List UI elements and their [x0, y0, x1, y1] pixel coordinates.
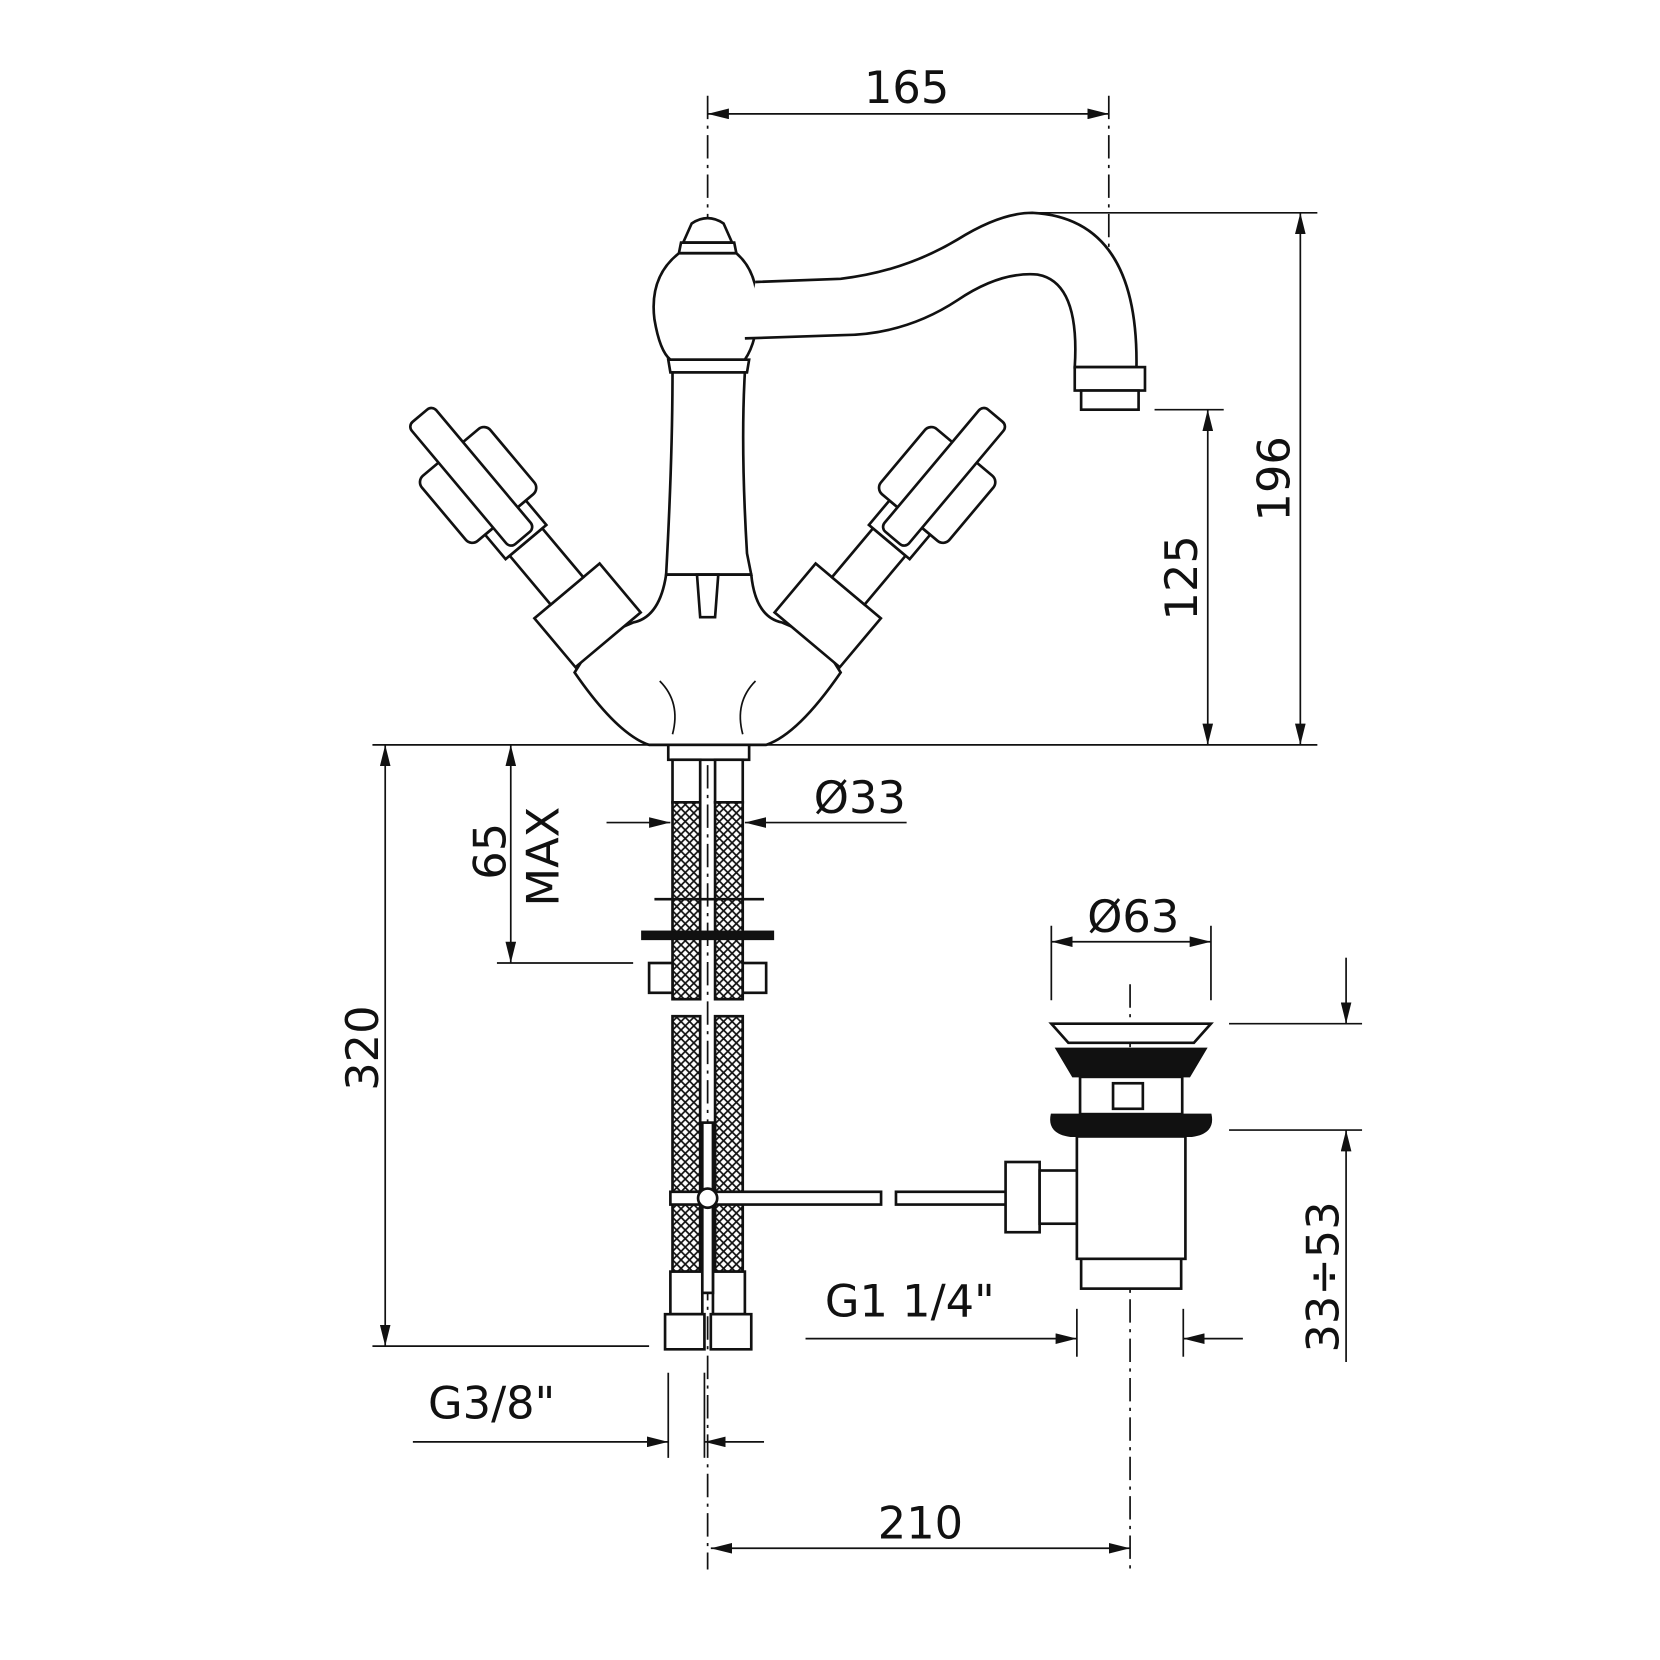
dim-waste-thread: G1 1/4" — [825, 1275, 995, 1327]
dim-spout-reach: 165 — [864, 62, 949, 114]
dim-hose-thread: G3/8" — [428, 1377, 555, 1429]
dim-hose-length: 320 — [337, 1005, 389, 1090]
dim-max-label: MAX — [518, 807, 570, 907]
waste-assembly — [1048, 1022, 1214, 1290]
dim-waste-range: 33÷53 — [1298, 1201, 1350, 1352]
left-cross-handle — [409, 406, 643, 670]
dimension-lines — [372, 108, 1363, 1554]
dim-hole-diameter: Ø33 — [814, 772, 906, 824]
dim-spout-height: 125 — [1156, 535, 1208, 620]
dim-total-height: 196 — [1249, 436, 1301, 521]
dim-waste-distance: 210 — [878, 1498, 963, 1550]
dim-max-thickness: 65 — [464, 823, 516, 880]
dim-waste-diameter: Ø63 — [1087, 891, 1179, 943]
right-cross-handle — [772, 406, 1007, 670]
pop-up-rod — [669, 1160, 1080, 1234]
faucet-body — [573, 211, 1147, 762]
